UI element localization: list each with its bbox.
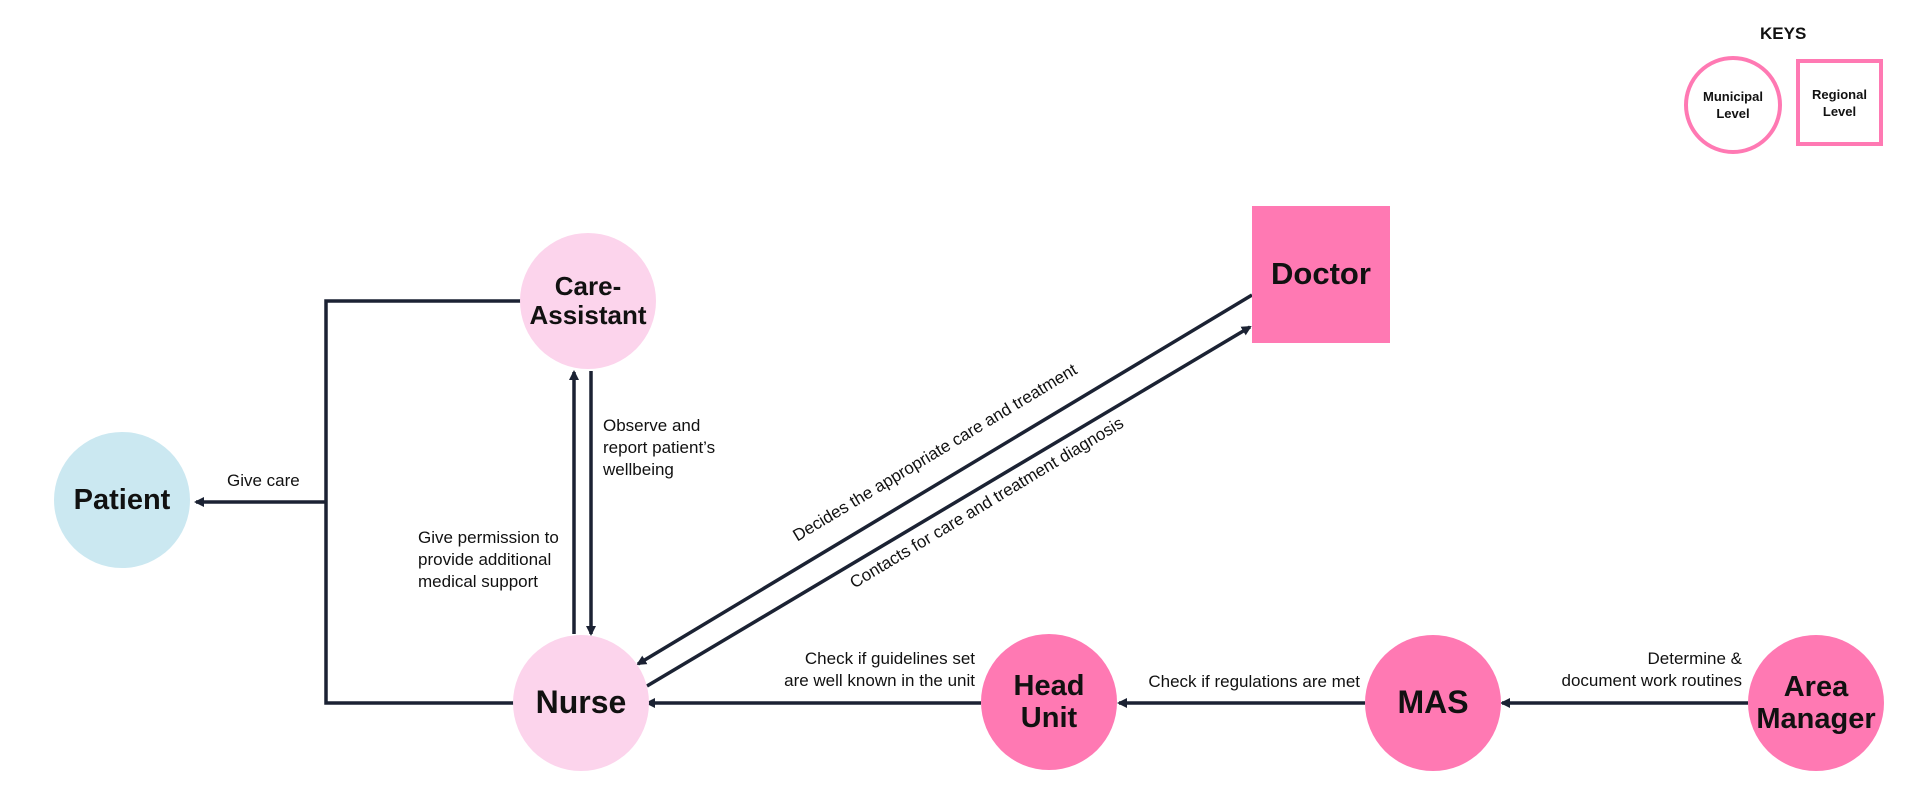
patient-node: Patient [54,432,190,568]
care-assistant-label: Care- Assistant [529,270,647,330]
check-regulations-label: Check if regulations are met [1148,672,1360,691]
check-guidelines-label: Check if guidelines set are well known i… [784,649,975,690]
keys-title: KEYS [1760,24,1807,43]
area-manager-label: Area Manager [1756,670,1876,735]
key-municipal-level: Municipal Level [1684,56,1782,154]
give-permission-label: Give permission to provide additional me… [418,528,559,591]
key-regional-level: Regional Level [1796,59,1883,146]
give-care-label: Give care [227,471,300,490]
doctor-node: Doctor [1252,206,1390,343]
nurse-node: Nurse [513,635,649,771]
patient-label: Patient [73,483,171,516]
mas-node: MAS [1365,635,1501,771]
area-manager-node: Area Manager [1748,635,1884,771]
observe-report-label: Observe and report patient’s wellbeing [603,416,716,479]
determine-routines-label: Determine & document work routines [1561,649,1742,690]
mas-label: MAS [1397,684,1469,721]
head-unit-label: Head Unit [1013,669,1085,734]
nurse-label: Nurse [535,684,627,721]
decides-arrow [636,293,1253,666]
contacts-arrow [646,325,1252,688]
doctor-label: Doctor [1271,256,1371,292]
give-care-bracket [324,299,522,705]
care-assistant-node: Care- Assistant [520,233,656,369]
head-unit-node: Head Unit [981,634,1117,770]
